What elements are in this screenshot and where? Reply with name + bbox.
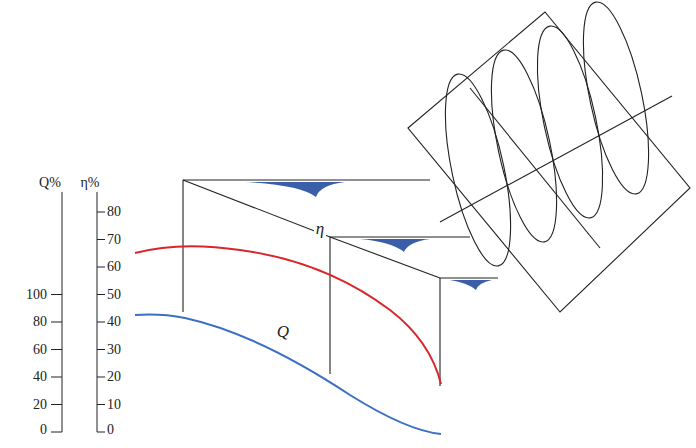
scale-number: 0 bbox=[40, 423, 47, 437]
axis-title: η% bbox=[81, 176, 100, 190]
scale-number: 100 bbox=[26, 288, 47, 302]
screw-rotor bbox=[408, 0, 690, 312]
scale-number: 20 bbox=[33, 398, 47, 412]
scale-number: 40 bbox=[33, 370, 47, 384]
scale-number: 40 bbox=[107, 315, 121, 329]
scale-number: 20 bbox=[107, 370, 121, 384]
scale-number: 70 bbox=[107, 233, 121, 247]
scale-number: 60 bbox=[33, 343, 47, 357]
curve-label: η bbox=[314, 220, 326, 237]
flow-curve bbox=[135, 314, 441, 434]
scale-number: 60 bbox=[107, 260, 121, 274]
flow-wedges bbox=[245, 182, 492, 290]
scale-number: 80 bbox=[107, 205, 121, 219]
scale-number: 50 bbox=[107, 288, 121, 302]
scale-number: 0 bbox=[107, 423, 114, 437]
scale-number: 30 bbox=[107, 343, 121, 357]
scale-axes bbox=[51, 192, 105, 432]
curve-label: Q bbox=[275, 323, 291, 340]
scale-number: 10 bbox=[107, 398, 121, 412]
scale-number: 80 bbox=[33, 315, 47, 329]
stepped-box bbox=[183, 180, 498, 386]
axis-title: Q% bbox=[39, 176, 61, 190]
efficiency-curve bbox=[135, 246, 441, 384]
